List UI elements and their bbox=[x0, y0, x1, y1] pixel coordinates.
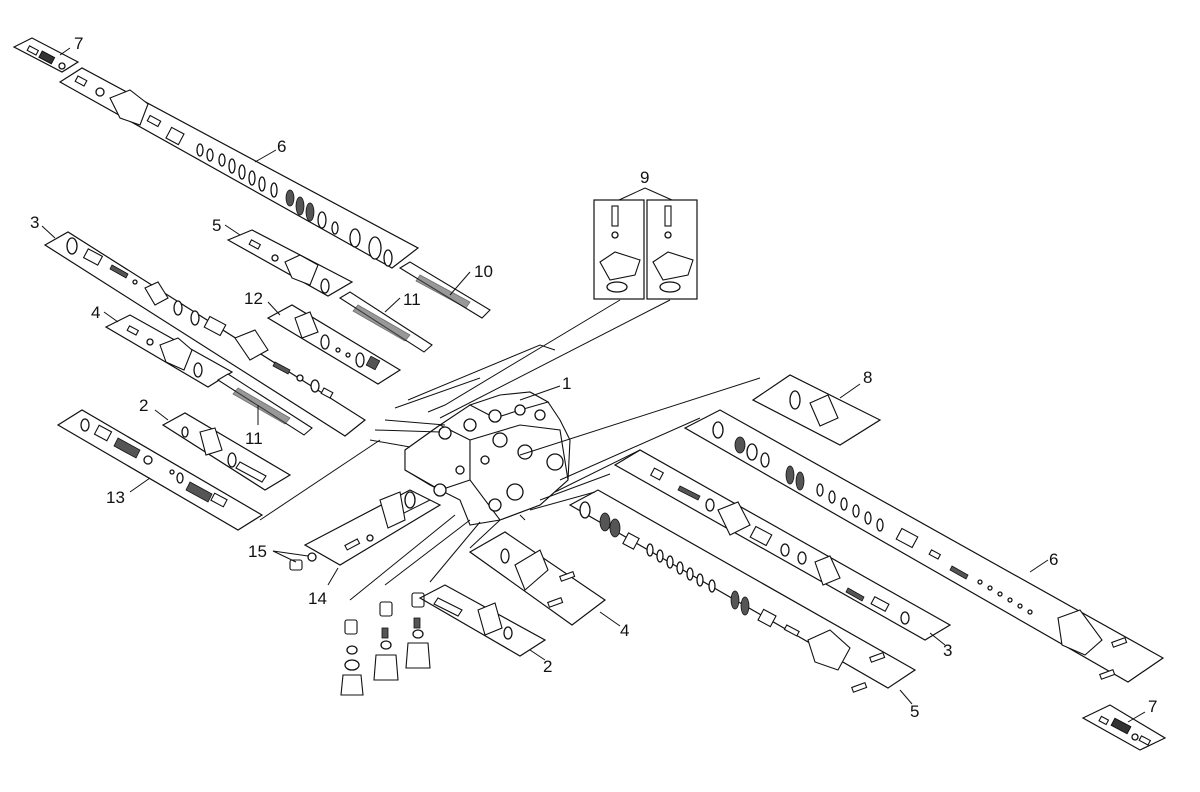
callout-12: 12 bbox=[244, 289, 263, 308]
kit-3-left[interactable]: 3 bbox=[30, 213, 367, 437]
callout-15: 15 bbox=[248, 542, 267, 561]
kit-13[interactable]: 13 bbox=[56, 409, 264, 531]
callout-13: 13 bbox=[106, 488, 125, 507]
callout-1: 1 bbox=[562, 374, 571, 393]
callout-5-right: 5 bbox=[910, 702, 919, 721]
kit-6-top-left[interactable]: 6 bbox=[58, 67, 420, 269]
spool-11-lower[interactable]: 11 bbox=[216, 373, 313, 448]
callout-7-top: 7 bbox=[74, 34, 83, 53]
kit-2-left[interactable]: 2 bbox=[139, 396, 292, 491]
callout-5-top: 5 bbox=[212, 216, 221, 235]
kit-5-right[interactable]: 5 bbox=[568, 489, 919, 721]
callout-3-right: 3 bbox=[943, 641, 952, 660]
plug-stacks[interactable] bbox=[340, 592, 431, 696]
callout-8: 8 bbox=[863, 368, 872, 387]
kit-6-right[interactable]: 6 bbox=[683, 409, 1165, 683]
callout-6-top: 6 bbox=[277, 137, 286, 156]
kit-4-left[interactable]: 4 bbox=[91, 303, 234, 388]
kit-7-top-left[interactable]: 7 bbox=[12, 34, 83, 73]
kit-4-right[interactable]: 4 bbox=[468, 531, 629, 640]
callout-2-left: 2 bbox=[139, 396, 148, 415]
callout-6-right: 6 bbox=[1049, 550, 1058, 569]
kit-14[interactable]: 14 bbox=[303, 489, 442, 608]
kit-9-covers[interactable]: 9 bbox=[593, 168, 698, 300]
leader-lines bbox=[259, 299, 761, 601]
callout-11-top: 11 bbox=[403, 290, 421, 309]
callout-14: 14 bbox=[308, 589, 327, 608]
callout-4-right: 4 bbox=[620, 621, 629, 640]
callout-10: 10 bbox=[474, 262, 493, 281]
kit-8[interactable]: 8 bbox=[751, 368, 882, 446]
kit-3-right[interactable]: 3 bbox=[613, 449, 952, 660]
callout-2-right: 2 bbox=[543, 657, 552, 676]
kit-5-upper-left[interactable]: 5 bbox=[212, 216, 354, 297]
kit-7-bottom-right[interactable]: 7 bbox=[1081, 697, 1167, 751]
callout-4-left: 4 bbox=[91, 303, 100, 322]
callout-9: 9 bbox=[640, 168, 649, 187]
kit-2-right[interactable]: 2 bbox=[418, 584, 552, 676]
valve-body[interactable] bbox=[404, 391, 571, 526]
spool-10[interactable]: 10 bbox=[398, 261, 493, 319]
callout-7-bottom: 7 bbox=[1148, 697, 1157, 716]
callout-11-bottom: 11 bbox=[245, 429, 263, 448]
kit-15[interactable]: 15 bbox=[248, 542, 317, 571]
spool-11-upper[interactable]: 11 bbox=[338, 290, 433, 353]
kit-12[interactable]: 12 bbox=[244, 289, 402, 385]
callout-3-left: 3 bbox=[30, 213, 39, 232]
